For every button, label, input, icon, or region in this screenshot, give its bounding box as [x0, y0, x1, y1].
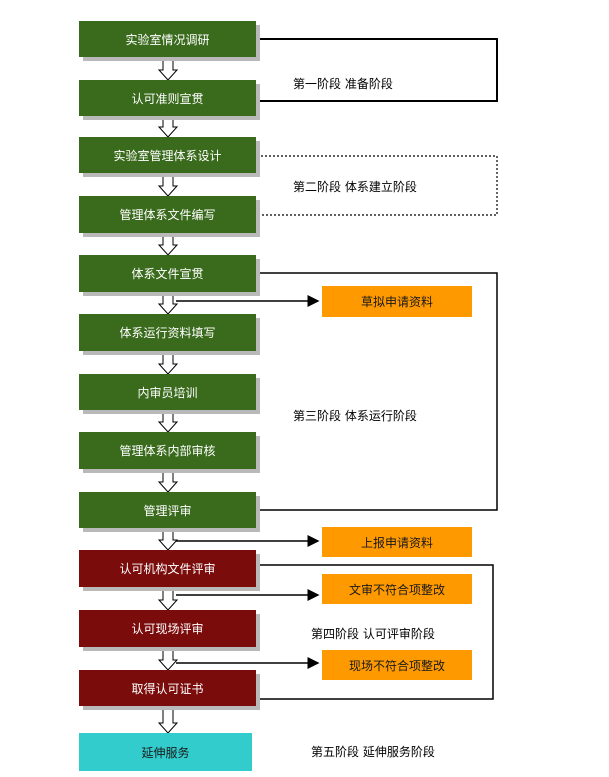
- stage-label-4: 第四阶段 认可评审阶段: [311, 627, 435, 641]
- step-lab-survey: 实验室情况调研: [79, 21, 256, 57]
- side-submit-application: 上报申请资料: [322, 527, 472, 557]
- stage4-bracket: [257, 564, 494, 700]
- step-extension-service: 延伸服务: [79, 733, 252, 771]
- step-operation-records: 体系运行资料填写: [79, 314, 256, 351]
- step-criteria-training: 认可准则宣贯: [79, 80, 256, 116]
- step-onsite-assessment: 认可现场评审: [79, 610, 256, 647]
- stage-label-3: 第三阶段 体系运行阶段: [293, 409, 417, 423]
- down-arrows: [157, 56, 179, 734]
- step-document-writing: 管理体系文件编写: [79, 196, 256, 233]
- side-doc-nonconformity-fix: 文审不符合项整改: [322, 574, 472, 604]
- step-document-training: 体系文件宣贯: [79, 255, 256, 292]
- stage3-bracket: [257, 272, 498, 511]
- step-system-design: 实验室管理体系设计: [79, 137, 256, 173]
- step-internal-audit: 管理体系内部审核: [79, 432, 256, 469]
- stage2-bracket: [257, 155, 498, 216]
- step-document-review: 认可机构文件评审: [79, 550, 256, 587]
- side-draft-application: 草拟申请资料: [322, 286, 472, 317]
- step-obtain-certificate: 取得认可证书: [79, 670, 256, 706]
- stage1-bracket: [257, 38, 498, 102]
- side-site-nonconformity-fix: 现场不符合项整改: [322, 650, 472, 680]
- step-auditor-training: 内审员培训: [79, 374, 256, 410]
- stage-label-2: 第二阶段 体系建立阶段: [293, 180, 417, 194]
- stage-label-5: 第五阶段 延伸服务阶段: [311, 745, 435, 759]
- stage-label-1: 第一阶段 准备阶段: [293, 77, 393, 91]
- step-management-review: 管理评审: [79, 492, 256, 528]
